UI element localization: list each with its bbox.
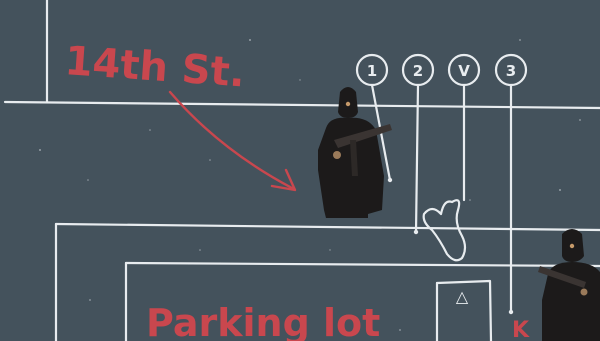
chalk-dust bbox=[39, 39, 581, 331]
arrow-head bbox=[270, 168, 297, 192]
armed-figure-2 bbox=[538, 229, 600, 341]
street-annotation: 14th St. Parking lot K bbox=[63, 38, 530, 341]
street-label: 14th St. bbox=[63, 38, 246, 96]
lot-label: Parking lot bbox=[146, 301, 380, 341]
street-lines bbox=[3, 0, 600, 341]
marked-box: △ bbox=[435, 279, 493, 341]
position-markers: 1 2 V 3 bbox=[355, 53, 528, 315]
marker-label-v: V bbox=[458, 62, 470, 80]
arrow-shaft bbox=[168, 90, 294, 190]
marker-label-1: 1 bbox=[367, 62, 377, 80]
armed-figure-1 bbox=[318, 87, 392, 218]
marker-label-3: 3 bbox=[506, 62, 516, 80]
vehicle-sketch bbox=[422, 199, 467, 262]
box-symbol: △ bbox=[456, 287, 469, 306]
corner-mark: K bbox=[512, 318, 530, 341]
marker-label-2: 2 bbox=[413, 62, 423, 80]
